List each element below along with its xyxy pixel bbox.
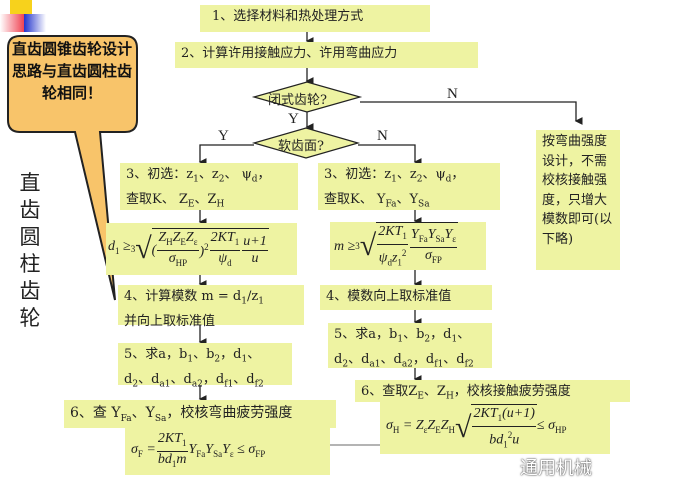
decision-closed-label: 闭式齿轮? [268, 93, 327, 108]
power: )2 [199, 242, 209, 260]
right-step-3-line1: 3、初选：z1、z2、ψd， [324, 167, 465, 185]
decor-blue-square [24, 14, 46, 32]
right-step-3-box: 3、初选：z1、z2、ψd， 查取K、 YFa、YSa [318, 163, 500, 210]
callout-bubble [7, 35, 138, 301]
decision-diamond-closed [251, 81, 363, 113]
frac-num: u+1 [242, 233, 268, 251]
left-step-5-box: 5、求a，b1、b2，d1、 d2、da1、da2，df1、df2 [118, 343, 292, 389]
right-step-5-box: 5、求a，b1、b2，d1、 d2、da1、da2，df1、df2 [328, 323, 492, 369]
frac-num: 2KT1 [377, 224, 408, 245]
formula-lhs: m ≥ [334, 238, 356, 254]
radical-sign: √ [135, 232, 152, 265]
paren: ( [151, 242, 157, 258]
step-2-box: 2、计算许用接触应力、许用弯曲应力 [175, 42, 478, 68]
formula-rhs: YFaYSaYε ≤ σFP [188, 441, 266, 459]
decision-soft-label: 软齿面? [278, 139, 324, 154]
frac-den: σFP [425, 247, 442, 265]
radical-sign: √ [455, 411, 472, 444]
root-index: 3 [355, 240, 360, 251]
left-step-4-line1: 4、计算模数 m = d1/z1 [124, 289, 264, 307]
left-step-6-box: 6、查 YFa、YSa，校核弯曲疲劳强度 [64, 400, 336, 428]
note-box: 按弯曲强度设计，不需校核接触强度，只增大模数即可(以下略) [536, 130, 620, 270]
left-step-5-line2: d2、da1、da2，df1、df2 [124, 371, 264, 390]
frac-den: bd1m [157, 452, 187, 469]
formula-rhs: ≤ σHP [536, 418, 567, 435]
callout-text: 直齿圆锥齿轮设计思路与直齿圆柱齿轮相同！ [12, 40, 133, 102]
frac-num: 2KT1 [156, 431, 188, 452]
right-step-4-box: 4、模数向上取标准值 [320, 285, 492, 310]
right-step-3-line2: 查取K、 YFa、YSa [324, 191, 430, 210]
left-step-3-line2: 查取K、 ZE、ZH [126, 191, 225, 210]
label-n-soft: N [377, 128, 388, 144]
frac-den: bd12u [489, 429, 520, 450]
left-step-4-box: 4、计算模数 m = d1/z1 并向上取标准值 [118, 285, 304, 329]
left-step-3-line1: 3、初选：z1、z2、 ψd， [126, 167, 271, 185]
frac-den: ψd [218, 250, 232, 268]
side-label: 直齿圆柱齿轮 [19, 171, 41, 330]
root-index: 3 [130, 243, 136, 254]
decor-yellow-square [10, 0, 32, 16]
left-step-3-box: 3、初选：z1、z2、 ψd， 查取K、 ZE、ZH [120, 163, 298, 210]
left-step-4-line2: 并向上取标准值 [124, 313, 216, 329]
formula-lhs: d1 ≥ [108, 239, 131, 256]
radical-sign: √ [359, 229, 377, 262]
step-1-box: 1、选择材料和热处理方式 [200, 5, 430, 32]
label-y-soft: Y [218, 128, 229, 144]
left-step-5-line1: 5、求a，b1、b2，d1、 [124, 347, 261, 365]
frac-num: ZHZEZε [157, 230, 199, 251]
label-n-closed: N [447, 86, 458, 102]
frac-num: YFaYSaYε [409, 227, 458, 248]
right-step-5-line1: 5、求a，b1、b2，d1、 [334, 327, 471, 345]
right-formula-sigma-h: σH = ZεZEZH √ 2KT1(u+1)bd12u ≤ σHP [380, 402, 610, 454]
frac-num: 2KT1 [209, 230, 241, 251]
frac-den: u [251, 250, 259, 266]
right-step-5-line2: d2、da1、da2，df1、df2 [334, 351, 474, 370]
frac-den: ψdz12 [378, 247, 407, 268]
formula-lhs: σH = ZεZEZH [386, 418, 456, 435]
decision-diamond-soft [251, 127, 361, 159]
label-y-closed: Y [288, 111, 299, 127]
decor-red-square [0, 14, 26, 32]
frac-num: 2KT1(u+1) [472, 406, 536, 427]
frac-den: σHP [168, 250, 188, 268]
watermark: 通用机械 [520, 458, 592, 479]
right-step-6-box: 6、查取ZE、ZH，校核接触疲劳强度 [355, 380, 630, 402]
formula-lhs: σF = [131, 441, 156, 459]
